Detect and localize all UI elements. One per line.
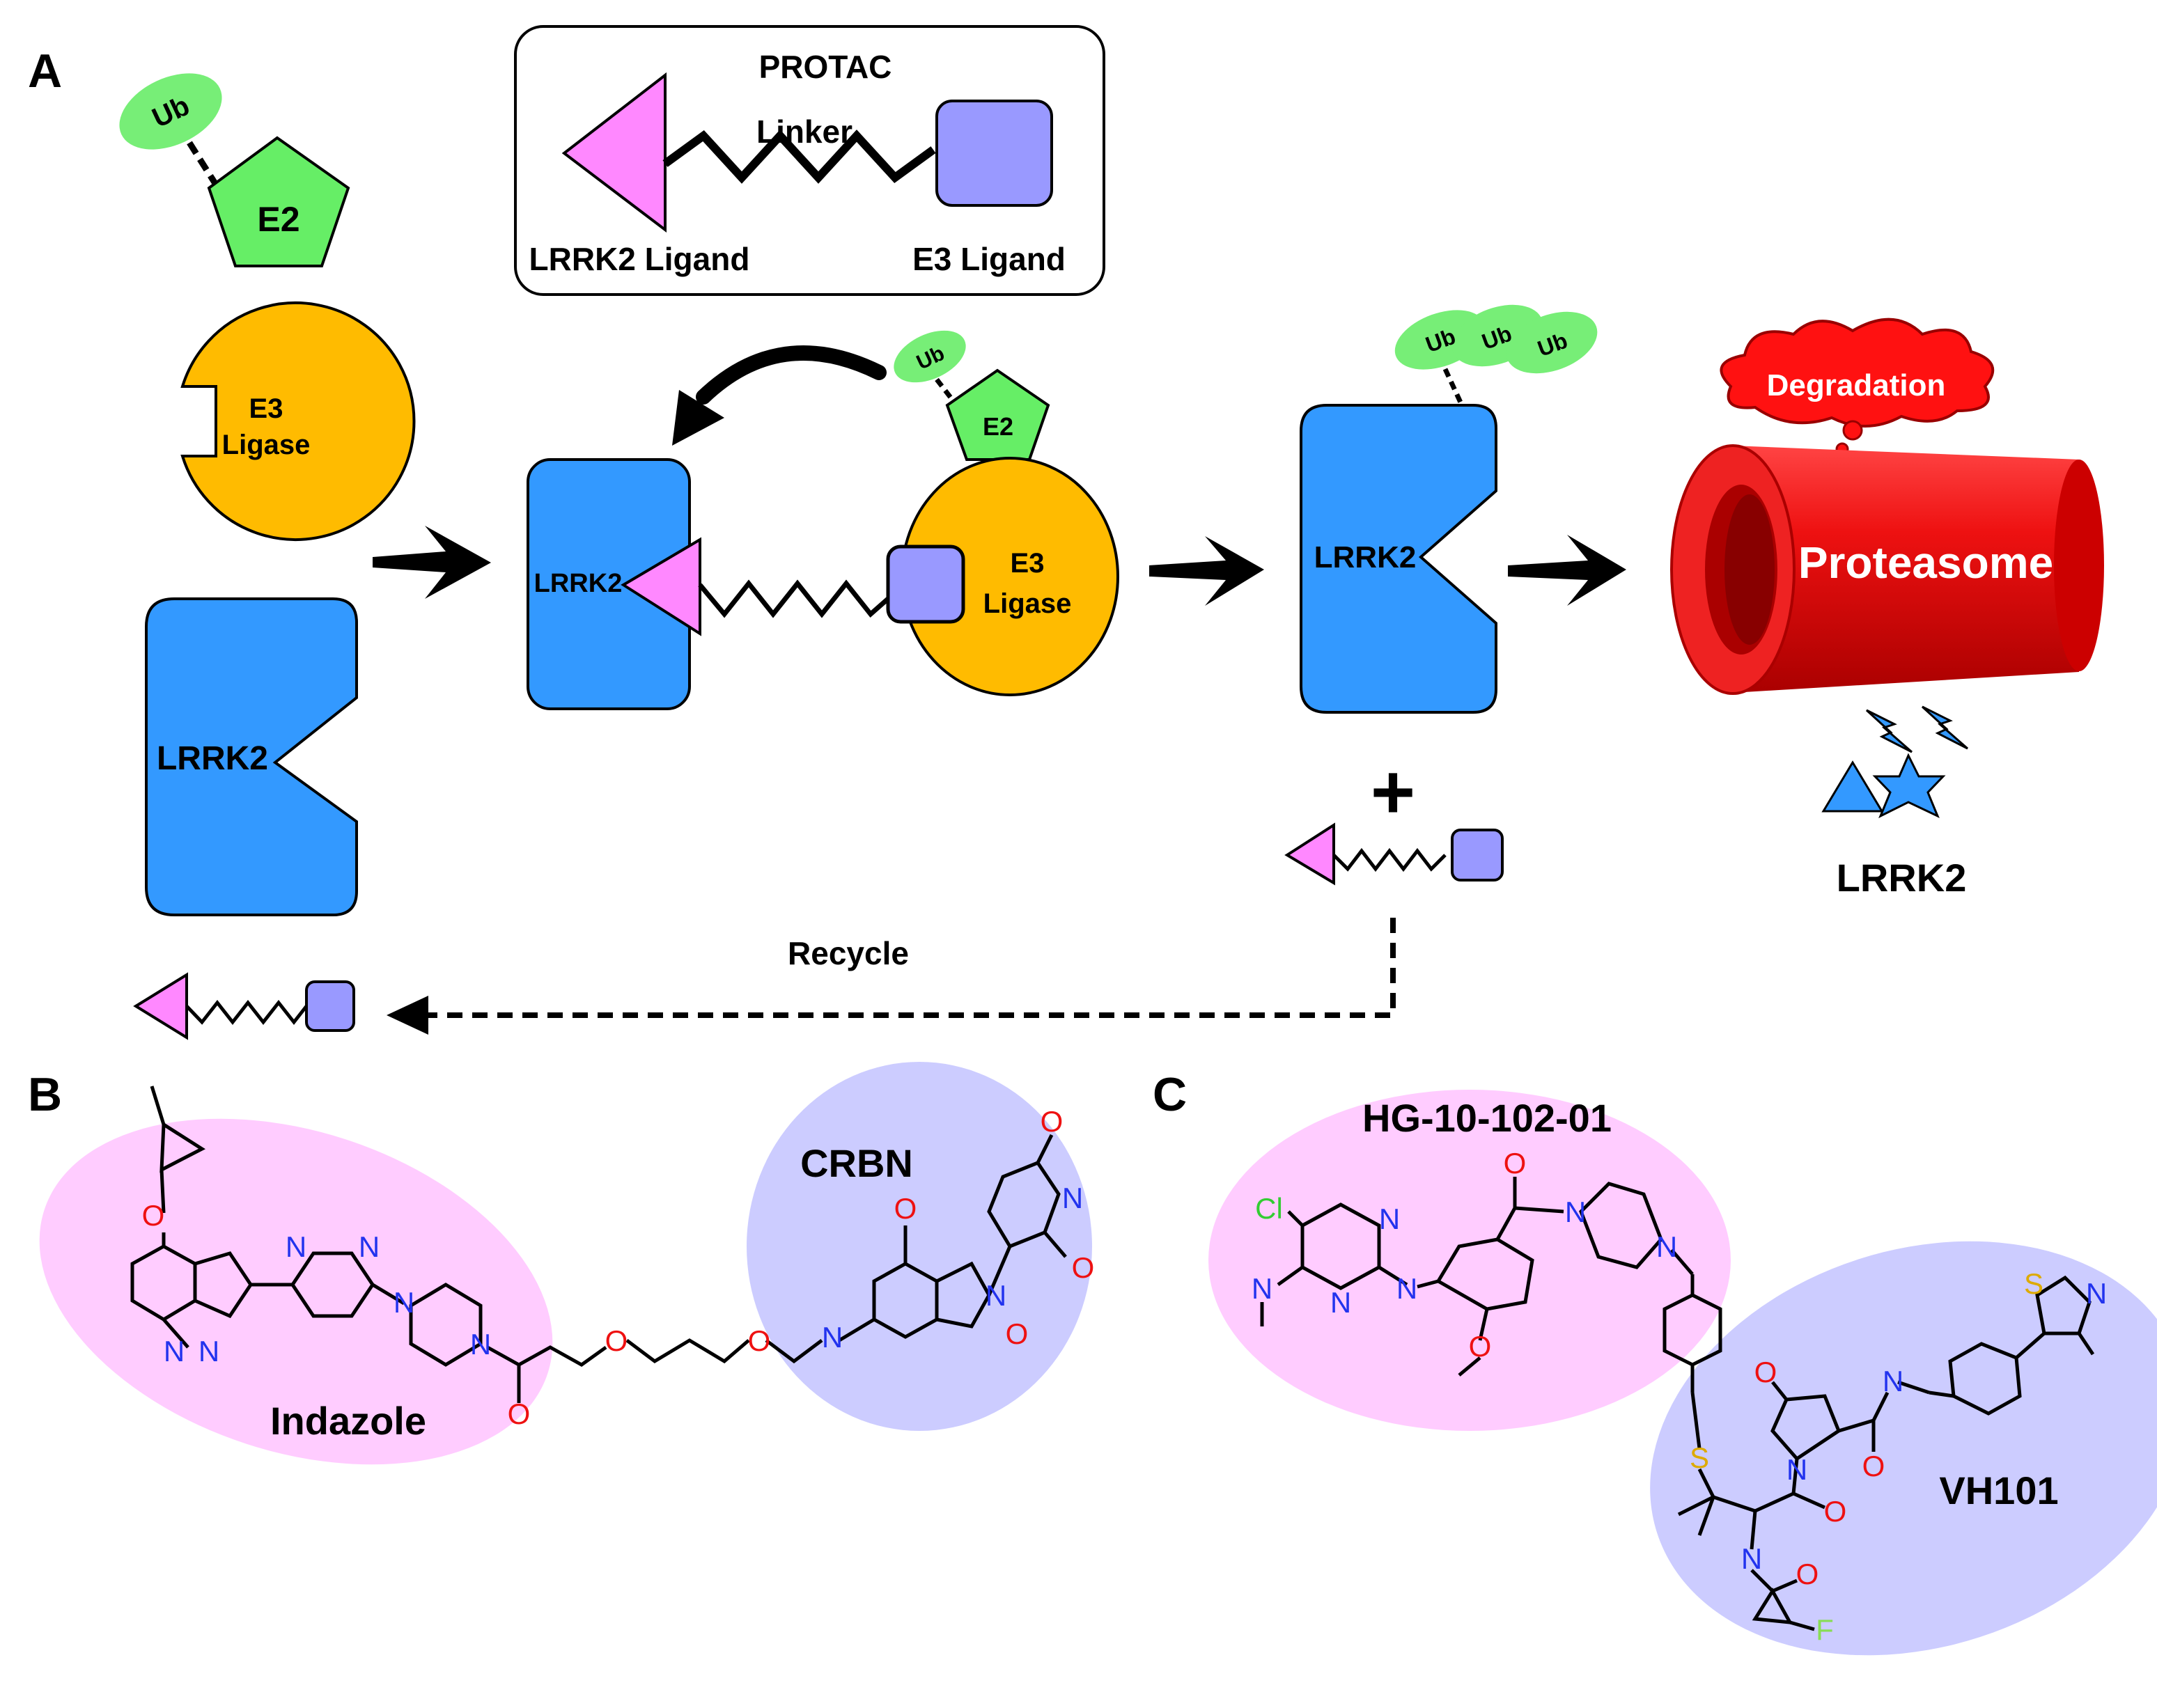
atom-cl: Cl (1255, 1192, 1283, 1225)
lrrk2-ligand-label: LRRK2 Ligand (529, 241, 750, 277)
atom-n: N (1379, 1202, 1400, 1235)
lrrk2-fragments-label: LRRK2 (1837, 856, 1967, 900)
ub-oval-complex (894, 330, 966, 383)
atom-n: N (1565, 1196, 1586, 1228)
released-protac (1284, 822, 1504, 886)
linker-zigzag (662, 130, 936, 184)
transfer-curved-arrow (696, 345, 887, 405)
process-arrow-1 (373, 526, 491, 599)
panel-label-c: C (1153, 1068, 1187, 1121)
recycle-label: Recycle (788, 935, 909, 971)
hg-10-102-01-region (1208, 1090, 1731, 1431)
atom-n: N (470, 1328, 491, 1361)
e3-ligase-label-2: Ligase (222, 430, 311, 460)
e3-label-complex-1: E3 (1011, 548, 1045, 579)
atom-o: O (1504, 1147, 1527, 1180)
atom-n: N (1786, 1453, 1807, 1486)
hg-10-102-01-label: HG-10-102-01 (1362, 1096, 1612, 1140)
e3-ligase-shape (180, 301, 416, 541)
atom-n: N (1330, 1286, 1351, 1319)
atom-n: N (2086, 1277, 2107, 1310)
atom-n: N (359, 1230, 380, 1263)
lrrk2-shape-ub (1300, 404, 1497, 714)
ub-e2-complex-left: Ub E2 (119, 73, 350, 267)
atom-o: O (1796, 1558, 1819, 1590)
atom-n: N (286, 1230, 306, 1263)
recycle-path (421, 918, 1396, 1018)
plus-sign: + (1371, 749, 1415, 835)
atom-o: O (1072, 1251, 1095, 1284)
atom-n: N (164, 1335, 185, 1368)
e3-ligand-complex (886, 544, 965, 624)
process-arrow-3 (1508, 535, 1626, 606)
e3-ligase-label-1: E3 (249, 393, 283, 424)
crbn-region (747, 1062, 1092, 1431)
panel-b-molecule (130, 1086, 1067, 1403)
proteasome-label: Proteasome (1798, 538, 2053, 588)
protac-legend-box: PROTAC Linker LRRK2 Ligand E3 Ligand (514, 25, 1105, 296)
ub-oval (119, 73, 222, 150)
crbn-label: CRBN (800, 1141, 913, 1185)
degradation-label: Degradation (1767, 368, 1946, 402)
ub-oval-3 (1506, 311, 1598, 374)
lrrk2-ligand-triangle (561, 72, 667, 233)
atom-o: O (748, 1324, 771, 1357)
e3-ligand-label: E3 Ligand (912, 241, 1066, 277)
panel-b-atoms: O N N N N N N O O O N O N O O N O (142, 1105, 1095, 1430)
proteasome: Proteasome (1670, 444, 2104, 695)
e3-ligand-square (935, 100, 1053, 207)
atom-o: O (142, 1199, 165, 1232)
atom-n: N (1396, 1272, 1417, 1305)
atom-o: O (605, 1324, 628, 1357)
lrrk2-label-ub: LRRK2 (1314, 540, 1417, 574)
ubiquitinated-lrrk2: Ub Ub Ub LRRK2 (1300, 304, 1598, 714)
lrrk2-label-complex: LRRK2 (534, 569, 623, 598)
atom-s: S (2024, 1267, 2043, 1300)
atom-f: F (1816, 1613, 1834, 1646)
atom-o: O (894, 1192, 917, 1225)
atom-n: N (1062, 1182, 1083, 1214)
protac-title: PROTAC (759, 49, 892, 85)
atom-o: O (1824, 1495, 1847, 1528)
atom-n: N (1883, 1365, 1903, 1397)
atom-o: O (508, 1397, 531, 1430)
atom-s: S (1690, 1441, 1709, 1474)
atom-o: O (1862, 1450, 1885, 1482)
atom-n: N (1252, 1272, 1272, 1305)
lrrk2-label: LRRK2 (157, 740, 268, 777)
atom-n: N (1656, 1230, 1677, 1263)
process-arrow-2 (1149, 536, 1264, 606)
atom-o: O (1006, 1317, 1029, 1350)
atom-n: N (822, 1321, 843, 1354)
vh101-region (1650, 1241, 2157, 1656)
linker-complex (698, 579, 890, 618)
panel-c-molecule (1260, 1177, 2095, 1631)
lrrk2-protein-left: LRRK2 (145, 597, 358, 916)
atom-n: N (986, 1279, 1006, 1312)
atom-o: O (1754, 1356, 1777, 1388)
atom-o: O (1041, 1105, 1064, 1138)
atom-n: N (198, 1335, 219, 1368)
e2-pentagon (207, 136, 350, 267)
linker-label: Linker (756, 113, 852, 150)
atom-o: O (1469, 1330, 1492, 1363)
recycled-protac (133, 972, 355, 1040)
indazole-label: Indazole (270, 1399, 426, 1443)
atom-n: N (1741, 1542, 1762, 1575)
atom-n: N (394, 1286, 414, 1319)
e3-ligase-left: E3 Ligase (180, 301, 416, 541)
lrrk2-fragments: LRRK2 (1821, 705, 1968, 900)
ternary-complex: Ub E2 E3 Ligase LRRK2 (527, 330, 1119, 710)
degradation-cloud: Degradation (1720, 318, 1995, 456)
e2-label-complex: E2 (983, 412, 1013, 441)
lrrk2-shape (145, 597, 358, 916)
panel-c-atoms: Cl N N N N O O N N S N O F O N O N O S N (1252, 1147, 2107, 1646)
e3-label-complex-2: Ligase (983, 588, 1072, 619)
e2-label: E2 (257, 200, 299, 239)
vh101-label: VH101 (1939, 1468, 2058, 1512)
panel-label-b: B (28, 1068, 62, 1121)
panel-label-a: A (28, 45, 62, 97)
